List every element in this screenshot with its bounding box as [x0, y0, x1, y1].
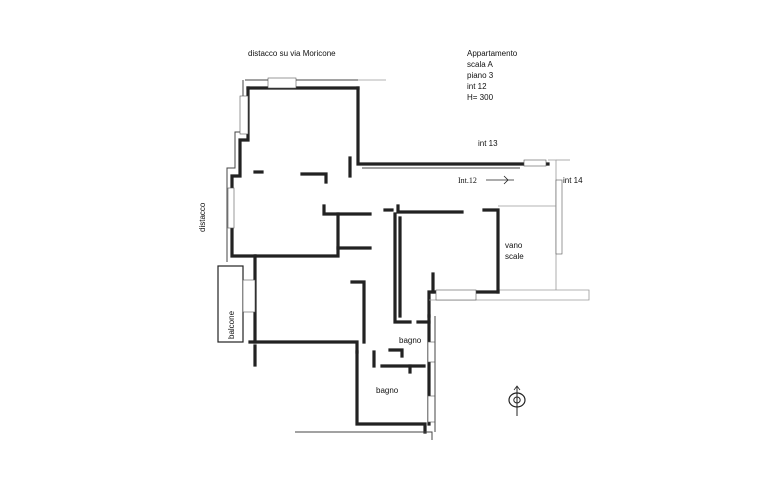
interior-walls — [253, 86, 570, 374]
apartment-line-2: scala A — [467, 60, 493, 69]
entry-arrow-head — [503, 175, 509, 185]
vano-label: vano — [505, 241, 523, 250]
lower-room-wall — [350, 280, 366, 344]
window-bagno-1 — [427, 341, 436, 363]
north-arrow-core — [513, 396, 521, 404]
left-stepped-wall — [230, 86, 257, 258]
entry-marker — [486, 175, 514, 185]
central-horizontal — [322, 204, 372, 216]
bagno-partition-stub — [388, 348, 404, 358]
window-int13 — [523, 159, 547, 167]
int13-label: int 13 — [478, 139, 498, 148]
window-stair — [435, 289, 477, 301]
balcony: balcone — [217, 265, 244, 343]
apartment-line-1: Appartamento — [467, 49, 518, 58]
bottom-outer-line — [295, 431, 433, 440]
corridor-top-wall — [356, 86, 550, 166]
apartment-line-4: int 12 — [467, 82, 487, 91]
int14-label: int 14 — [563, 176, 583, 185]
lower-left-horizontal — [253, 340, 359, 354]
stair-left-wall — [482, 208, 500, 294]
apartment-line-3: piano 3 — [467, 71, 494, 80]
right-block-top — [396, 204, 464, 214]
bagno-label-1: bagno — [399, 336, 422, 345]
window-top-1 — [267, 77, 297, 89]
int14-boundary — [548, 159, 557, 290]
north-arrow-icon — [508, 385, 526, 416]
window-left-2 — [227, 187, 235, 229]
apartment-line-5: H= 300 — [467, 93, 494, 102]
bagno-label-2: bagno — [376, 386, 399, 395]
window-left-1 — [239, 95, 249, 135]
north-arrow-tip — [513, 385, 521, 391]
exterior-walls — [226, 77, 590, 440]
stub-mid-top — [300, 172, 328, 184]
north-arrow-ring — [508, 392, 526, 408]
central-vertical-left — [254, 212, 340, 258]
window-bagno-2 — [427, 395, 436, 423]
int12-marker-label: Int.12 — [458, 176, 477, 185]
window-int14 — [555, 179, 563, 255]
right-block-left — [393, 212, 412, 324]
balcony-label: balcone — [227, 310, 236, 339]
stair-gray-outline — [429, 289, 590, 301]
window-balcony — [242, 279, 256, 313]
distacco-side-label: distacco — [198, 202, 207, 232]
apartment-info: Appartamento scala A piano 3 int 12 H= 3… — [467, 49, 518, 102]
bottom-wall — [355, 350, 427, 434]
distacco-via-label: distacco su via Moricone — [248, 49, 336, 58]
scale-label: scale — [505, 252, 524, 261]
